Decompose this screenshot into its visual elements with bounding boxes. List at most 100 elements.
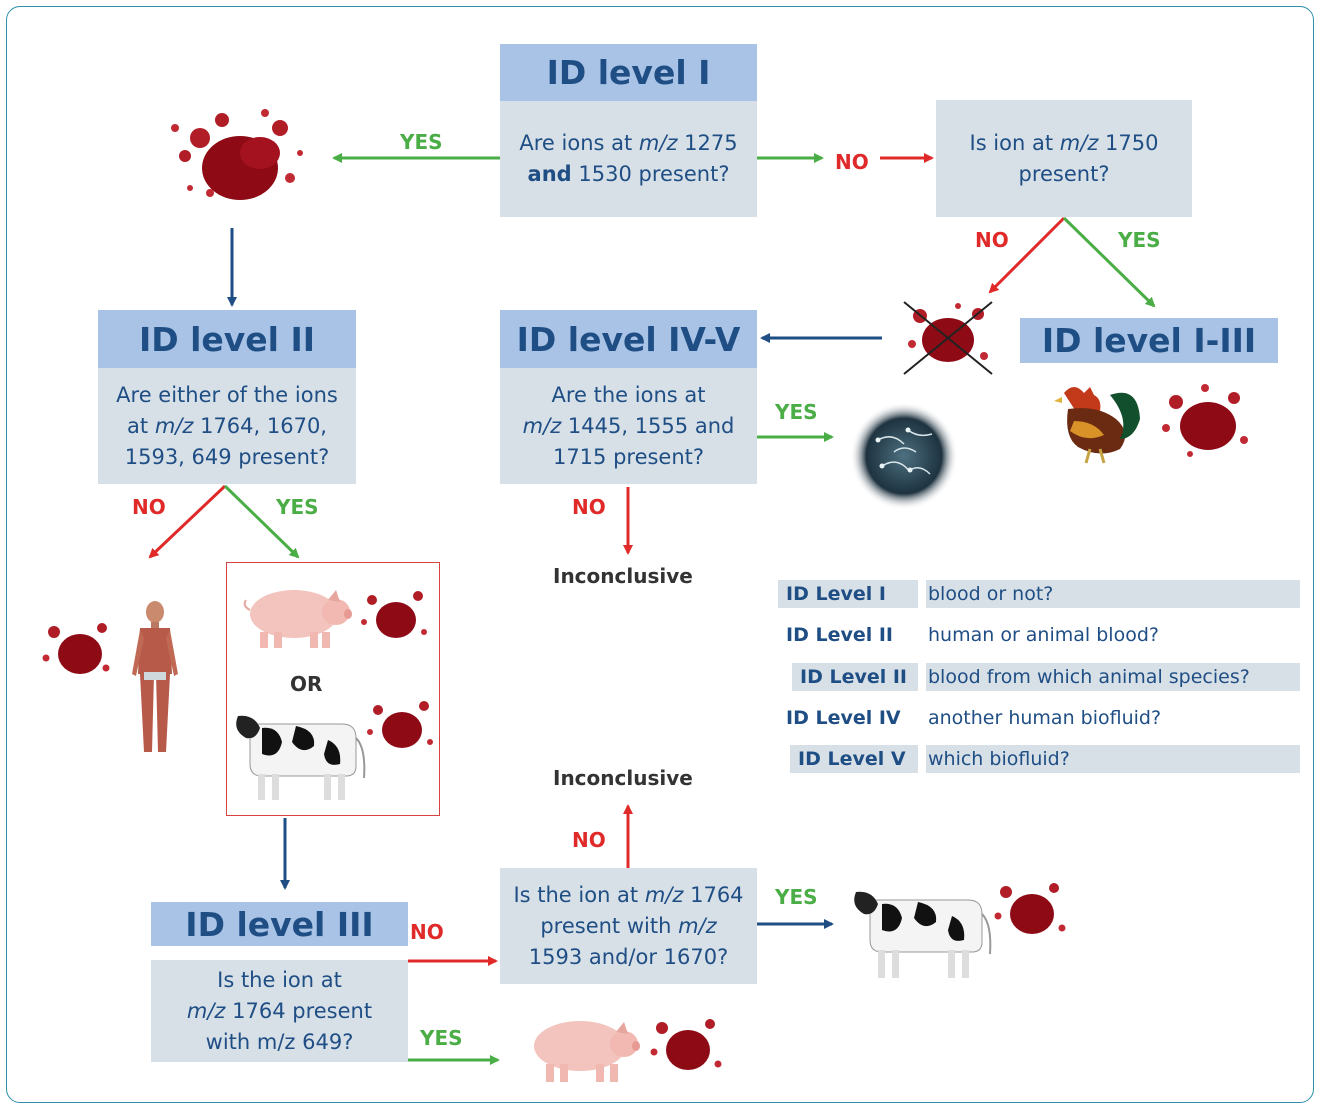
legend-value: blood from which animal species? <box>928 666 1250 688</box>
cow-icon <box>236 715 366 800</box>
level45-header: ID level IV-V <box>500 310 757 368</box>
legend-value: blood or not? <box>928 583 1054 605</box>
level45-q-line2: 1445, 1555 and <box>567 413 735 438</box>
arrow-1750-yes <box>1062 216 1156 308</box>
level45-q-line1: Are the ions at <box>551 382 706 407</box>
level45-q-mz: m/z <box>522 413 562 438</box>
rooster-icon <box>1054 387 1140 464</box>
l2-no-label: NO <box>132 495 166 519</box>
l3-no-label: NO <box>410 920 444 944</box>
level3-q-mz: m/z <box>186 998 226 1023</box>
l1-yes-label: YES <box>400 130 443 154</box>
level1-q-text: Are ions at <box>519 131 633 155</box>
l1-no-label: NO <box>835 150 869 174</box>
ion1750-q-end: present? <box>1018 161 1110 186</box>
level13-header: ID level I-III <box>1020 318 1278 363</box>
l3b-q-line3: 1593 and/or 1670? <box>528 944 729 969</box>
blood-stain-icon <box>367 701 433 748</box>
legend-val-bg <box>926 745 1300 773</box>
level3-q-line1: Is the ion at <box>217 967 342 992</box>
ion1750-q-value: 1750 <box>1105 130 1159 155</box>
level2-q-line3: 1593, 649 present? <box>124 444 330 469</box>
legend-value: another human biofluid? <box>928 707 1162 729</box>
ion1750-q-mz: m/z <box>1059 130 1099 155</box>
legend-key: ID Level V <box>798 748 906 770</box>
blood-stain-icon <box>650 1019 722 1070</box>
level13-title: ID level I-III <box>1041 321 1257 360</box>
blood-stain-icon <box>361 591 427 638</box>
legend-val-bg <box>926 580 1300 608</box>
legend-row: ID Level II blood from which animal spec… <box>778 663 1300 691</box>
l3b-q-mz2: m/z <box>678 913 717 938</box>
level45-q-line3: 1715 present? <box>552 444 705 469</box>
or-species-box <box>226 562 440 816</box>
legend-val-bg <box>926 663 1300 691</box>
level1-q-mz: m/z <box>638 131 678 155</box>
arrow-1750-no <box>988 216 1066 294</box>
legend-row: ID Level I blood or not? <box>778 580 1300 608</box>
crossed-blood-icon <box>903 301 993 375</box>
level45-title: ID level IV-V <box>516 319 741 359</box>
level2-q-at: at <box>127 413 149 438</box>
l3b-q-text: Is the ion at <box>513 882 639 907</box>
human-body-icon <box>132 601 178 752</box>
level2-header: ID level II <box>98 310 356 368</box>
level3-q-line2: 1764 present <box>232 998 373 1023</box>
ion1750-no-label: NO <box>975 228 1009 252</box>
l45-no-label: NO <box>572 495 606 519</box>
level3-followup-question: Is the ion at m/z 1764 present with m/z … <box>500 868 757 984</box>
level1-question: Are ions at m/z 1275 and 1530 present? <box>500 101 757 217</box>
level1-q-value: 1275 <box>684 131 738 155</box>
l3b-yes-label: YES <box>775 885 818 909</box>
ion1750-q-text: Is ion at <box>969 130 1054 155</box>
level3-q-line3: with m/z 649? <box>205 1029 354 1054</box>
l3b-no-label: NO <box>572 828 606 852</box>
level45-question: Are the ions at m/z 1445, 1555 and 1715 … <box>500 368 757 484</box>
legend-key-bg <box>778 580 918 608</box>
blood-stain-icon <box>171 109 303 200</box>
level2-q-line1: Are either of the ions <box>116 382 338 407</box>
legend-key: ID Level I <box>786 583 886 605</box>
legend-key-bg <box>790 745 918 773</box>
legend-value: human or animal blood? <box>928 624 1159 646</box>
sperm-cells-icon <box>850 402 958 510</box>
level3-title: ID level III <box>185 904 374 944</box>
l45-inconclusive: Inconclusive <box>553 564 693 588</box>
level1-q-and: and <box>527 162 572 186</box>
l45-yes-label: YES <box>775 400 818 424</box>
level2-title: ID level II <box>138 319 316 359</box>
legend-key: ID Level IV <box>786 707 901 729</box>
l2-yes-label: YES <box>276 495 319 519</box>
legend-row: ID Level II human or animal blood? <box>778 621 1300 649</box>
legend-row: ID Level IV another human biofluid? <box>778 704 1300 732</box>
legend-key: ID Level II <box>786 624 893 646</box>
level3-header: ID level III <box>151 902 408 946</box>
level1-q-end: 1530 present? <box>578 162 730 186</box>
blood-stain-icon <box>42 623 110 674</box>
level3-question: Is the ion at m/z 1764 present with m/z … <box>151 960 408 1062</box>
legend-key-bg <box>792 663 918 691</box>
pig-icon <box>534 1021 640 1082</box>
l3b-inconclusive: Inconclusive <box>553 766 693 790</box>
l3b-q-mz1: m/z <box>644 882 684 907</box>
level2-q-line2: 1764, 1670, <box>200 413 327 438</box>
cow-icon <box>854 891 992 978</box>
or-label: OR <box>290 672 323 696</box>
level1-header: ID level I <box>500 44 757 101</box>
blood-stain-icon <box>1162 384 1248 457</box>
l3b-q-line2: present with <box>540 913 672 938</box>
legend-key: ID Level II <box>800 666 907 688</box>
ion-1750-question: Is ion at m/z 1750 present? <box>936 100 1192 217</box>
diagram-frame <box>6 6 1314 1103</box>
arrow-l2-no <box>148 484 227 559</box>
level1-title: ID level I <box>546 53 711 92</box>
legend-value: which biofluid? <box>928 748 1070 770</box>
legend-row: ID Level V which biofluid? <box>778 745 1300 773</box>
l3b-q-value: 1764 <box>690 882 744 907</box>
pig-icon <box>243 590 352 648</box>
ion1750-yes-label: YES <box>1118 228 1161 252</box>
level2-question: Are either of the ions at m/z 1764, 1670… <box>98 368 356 484</box>
blood-stain-icon <box>994 883 1066 934</box>
arrow-l2-yes <box>223 484 300 559</box>
